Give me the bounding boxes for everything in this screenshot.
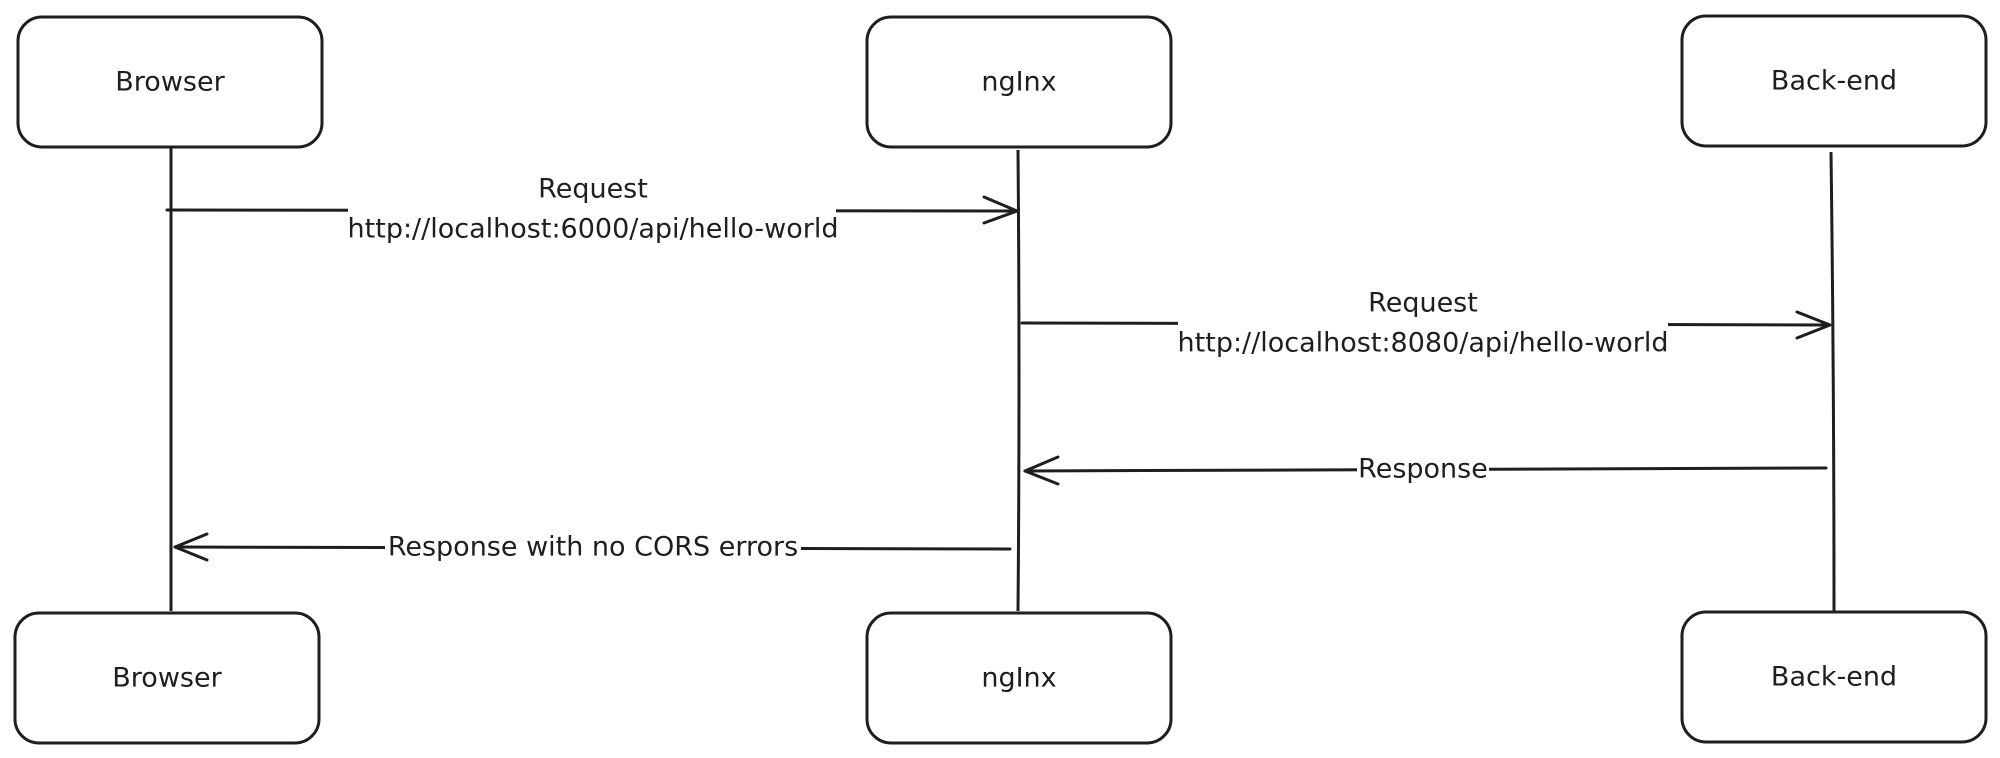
lifeline-backend bbox=[1829, 151, 1836, 612]
message-browser-to-nginx: Request http://localhost:6000/api/hello-… bbox=[165, 168, 1019, 248]
message-label-request-url: http://localhost:6000/api/hello-world bbox=[348, 214, 839, 245]
participant-box-browser-top: Browser bbox=[16, 15, 324, 149]
message-label-request-line1: Request bbox=[1368, 288, 1478, 319]
participant-label-browser-bottom: Browser bbox=[112, 663, 222, 694]
message-label-response-no-cors: Response with no CORS errors bbox=[388, 532, 798, 563]
participant-box-backend-bottom: Back-end bbox=[1680, 610, 1988, 744]
message-nginx-to-backend: Request http://localhost:8080/api/hello-… bbox=[1020, 282, 1832, 362]
participant-box-nginx-bottom: ngInx bbox=[865, 611, 1173, 745]
participant-label-nginx-bottom: ngInx bbox=[981, 663, 1056, 694]
participant-box-browser-bottom: Browser bbox=[13, 611, 321, 745]
lifeline-nginx bbox=[1016, 149, 1021, 612]
participant-label-backend-top: Back-end bbox=[1771, 66, 1897, 97]
participant-box-backend-top: Back-end bbox=[1680, 14, 1988, 148]
participant-box-nginx-top: ngInx bbox=[865, 15, 1173, 149]
message-backend-to-nginx: Response bbox=[1023, 452, 1828, 488]
participant-label-backend-bottom: Back-end bbox=[1771, 662, 1897, 693]
arrowhead-left-icon bbox=[1023, 455, 1060, 486]
message-label-request-url: http://localhost:8080/api/hello-world bbox=[1178, 328, 1669, 359]
participant-label-browser-top: Browser bbox=[115, 67, 225, 98]
message-label-response: Response bbox=[1358, 454, 1488, 485]
arrowhead-right-icon bbox=[1795, 310, 1832, 340]
arrowhead-left-icon bbox=[173, 532, 209, 562]
arrowhead-right-icon bbox=[982, 195, 1019, 225]
lifeline-browser bbox=[169, 147, 173, 612]
message-nginx-to-browser: Response with no CORS errors bbox=[173, 530, 1012, 566]
message-label-request-line1: Request bbox=[538, 174, 648, 205]
participant-label-nginx-top: ngInx bbox=[981, 67, 1056, 98]
